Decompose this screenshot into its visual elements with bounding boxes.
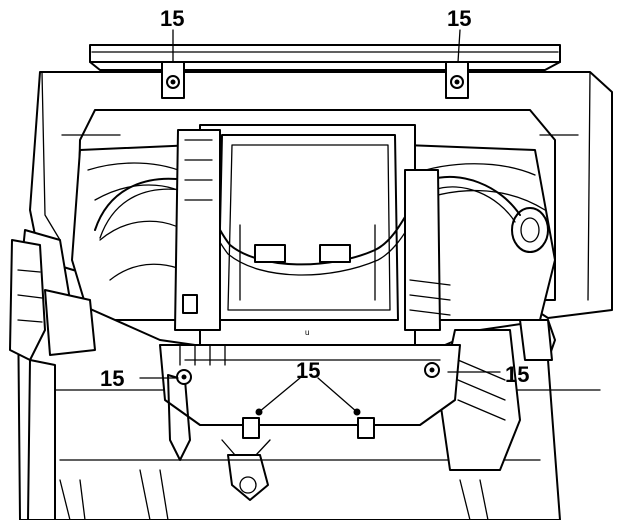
center-blower [199,124,416,346]
small-mark: u [305,328,309,337]
top-left-mount [161,61,185,99]
callout-top-right: 15 [447,6,471,31]
leader-lines [139,371,501,413]
top-right-mount [445,61,469,99]
callout-bottom-right: 15 [505,362,529,387]
top-rail [89,44,561,71]
callout-bottom-left: 15 [100,366,124,391]
left-connector [174,129,221,331]
right-connector [404,169,451,331]
left-side-parts [9,239,96,520]
callout-bottom-center: 15 [296,358,320,383]
bottom-bracket [159,344,461,501]
callout-top-left: 15 [160,6,184,31]
